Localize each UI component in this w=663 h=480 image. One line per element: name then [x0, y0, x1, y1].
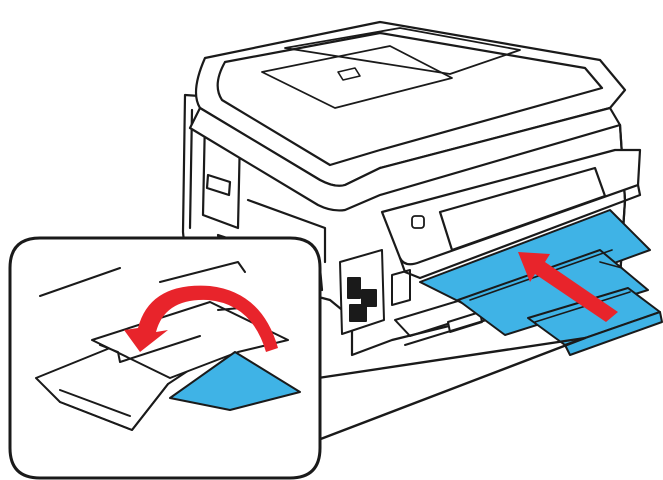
usb-port [348, 278, 360, 298]
card-slot [362, 290, 376, 306]
card-slot-2 [350, 305, 366, 321]
front-ports [340, 250, 384, 334]
home-button [412, 216, 424, 228]
